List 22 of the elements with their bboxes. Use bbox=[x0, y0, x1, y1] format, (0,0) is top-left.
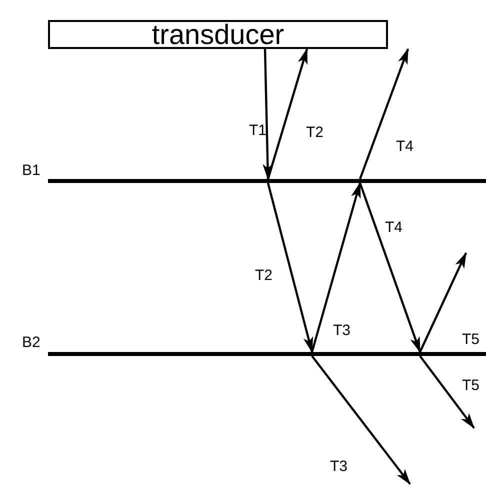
edge-label: T1 bbox=[249, 123, 267, 139]
arrow bbox=[419, 355, 475, 429]
arrow bbox=[358, 182, 422, 353]
interface-label: B1 bbox=[22, 163, 40, 179]
box-label: transducer bbox=[152, 22, 284, 48]
edge-label: T4 bbox=[385, 220, 403, 236]
arrow bbox=[311, 355, 411, 485]
interface-label: B2 bbox=[22, 335, 40, 351]
arrow bbox=[419, 252, 467, 352]
transducer-box bbox=[48, 20, 388, 49]
edge-label: T2 bbox=[255, 268, 273, 284]
arrow bbox=[262, 48, 273, 180]
edge-label: T4 bbox=[396, 139, 414, 155]
arrow bbox=[266, 48, 308, 180]
arrow bbox=[310, 182, 362, 352]
arrow bbox=[266, 182, 314, 353]
edge-label: T5 bbox=[462, 378, 480, 394]
edge-label: T2 bbox=[306, 125, 324, 141]
edge-label: T5 bbox=[462, 332, 480, 348]
edge-label: T3 bbox=[330, 459, 348, 475]
edge-label: T3 bbox=[333, 323, 351, 339]
arrow bbox=[358, 48, 410, 180]
